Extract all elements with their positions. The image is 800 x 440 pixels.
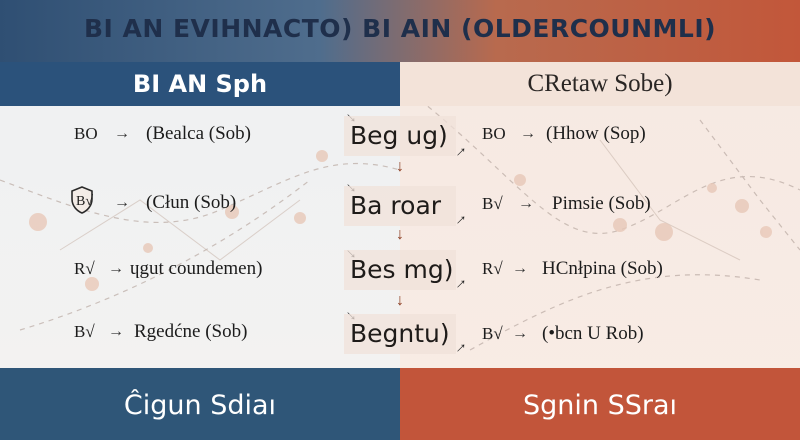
arrow-icon: → [114, 194, 130, 211]
bottom-right-label: Sgnin SSraı [522, 390, 677, 421]
down-arrow-icon: ↓ [396, 292, 404, 309]
center-step-label: Beg ug) [350, 121, 448, 150]
shield-icon [71, 186, 93, 214]
step-frame [344, 314, 456, 354]
right-row-text: (Hhow (Sop) [546, 123, 646, 144]
bottom-left-label: Ĉigun Sdiaı [123, 390, 277, 421]
left-row-code: BO [74, 124, 98, 143]
left-row-code: B√ [74, 322, 95, 341]
arrow-icon: → [512, 260, 528, 277]
right-row-text: HCnłpina (Sob) [542, 258, 663, 279]
center-step: Bes mg) [340, 250, 462, 290]
left-row-text: (Bealca (Sob) [146, 123, 251, 144]
left-row-text: Rgedćne (Sob) [134, 321, 248, 342]
left-row-code: B√ [76, 194, 94, 209]
right-row-code: B√ [482, 194, 503, 213]
right-row-text: (•bcn U Rob) [542, 323, 644, 344]
step-frame [344, 186, 456, 226]
right-header-label: CRetaw Sobe) [527, 70, 673, 97]
title-banner [0, 0, 800, 62]
right-column-header: CRetaw Sobe) [400, 62, 800, 106]
left-row-text: ɥgut coundemen) [130, 258, 263, 279]
center-step: Begntu) [340, 314, 462, 354]
left-row-code: R√ [74, 259, 95, 278]
center-step-label: Ba roar [350, 191, 442, 220]
down-arrow-icon: ↓ [396, 158, 404, 175]
bottom-right-banner: Sgnin SSraı [400, 368, 800, 440]
right-row-code: B√ [482, 324, 503, 343]
arrow-icon: → [512, 325, 528, 342]
center-step: Beg ug) [340, 116, 462, 156]
center-step-label: Begntu) [350, 319, 450, 348]
bottom-left-banner: Ĉigun Sdiaı [0, 368, 400, 440]
down-arrow-icon: ↓ [396, 226, 404, 243]
arrow-icon: → [108, 323, 124, 340]
right-row-code: R√ [482, 259, 503, 278]
step-frame [344, 116, 456, 156]
center-step-label: Bes mg) [350, 255, 454, 284]
left-header-label: BI AN Sph [132, 70, 268, 98]
arrow-icon: → [108, 260, 124, 277]
arrow-icon: → [520, 125, 536, 142]
arrow-icon: → [518, 195, 534, 212]
left-row-text: (Cłun (Sob) [146, 192, 237, 213]
page-title: BI AN EVIHNACTO) BI AIN (OLDERCOUNMLI) [83, 14, 717, 43]
right-row-text: Pimsie (Sob) [552, 193, 651, 214]
step-frame [344, 250, 456, 290]
left-column-header: BI AN Sph [0, 62, 400, 106]
right-row-code: BO [482, 124, 506, 143]
center-step: Ba roar [340, 186, 462, 226]
arrow-icon: → [114, 125, 130, 142]
